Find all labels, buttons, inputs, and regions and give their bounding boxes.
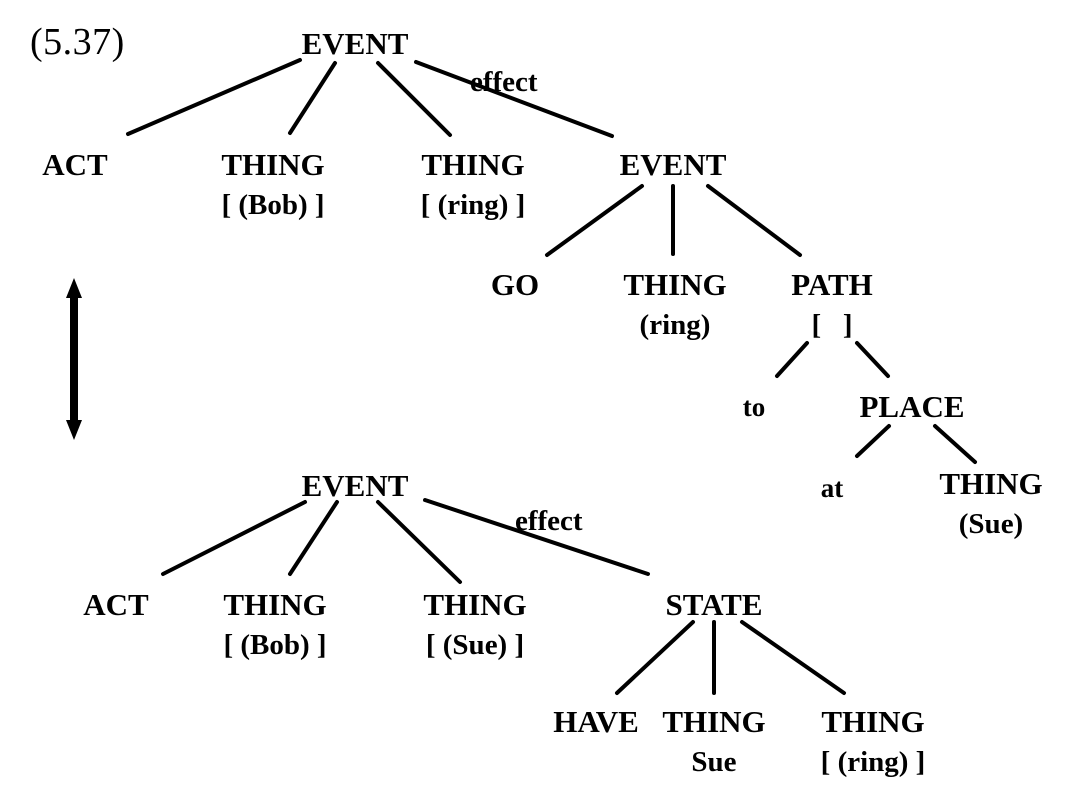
- upper-thing-goal: THING(Sue): [939, 466, 1043, 540]
- edge-effect-event-path: [706, 184, 802, 257]
- upper-tree-edges: [126, 58, 977, 464]
- upper-place: PLACE: [859, 389, 965, 424]
- lower-tree-edges: [161, 498, 846, 695]
- lower-thing-recipient: THING[ (Sue) ]: [423, 587, 527, 661]
- edge-event-thing-bob: [288, 61, 337, 135]
- double-headed-vertical-arrow-icon: [66, 278, 82, 440]
- lower-thing-agent: THING[ (Bob) ]: [223, 587, 327, 661]
- upper-at: at: [820, 473, 844, 503]
- upper-root-event: EVENT: [301, 26, 409, 61]
- upper-thing-go-theme: THING(ring): [623, 267, 727, 341]
- edge-state-thing-ring: [740, 620, 846, 695]
- edge-event-thing-sue-lower: [376, 500, 462, 584]
- upper-to: to: [742, 392, 766, 422]
- lower-thing-possessed: THING[ (ring) ]: [820, 704, 926, 778]
- upper-effect-event: EVENT: [619, 147, 727, 182]
- lower-have: HAVE: [553, 704, 639, 739]
- edge-path-to: [775, 341, 809, 378]
- lower-act: ACT: [83, 587, 149, 622]
- upper-effect-label: effect: [470, 66, 538, 98]
- lower-effect-label: effect: [515, 505, 583, 537]
- upper-act: ACT: [42, 147, 108, 182]
- edge-event-act: [126, 58, 302, 136]
- upper-thing-agent: THING[ (Bob) ]: [221, 147, 325, 221]
- lower-root-event: EVENT: [301, 468, 409, 503]
- edge-event-thing-ring: [376, 61, 452, 137]
- lower-state: STATE: [665, 587, 763, 622]
- edge-state-have: [615, 620, 695, 695]
- upper-go: GO: [490, 267, 540, 302]
- edge-event-state: [423, 498, 650, 576]
- upper-path: PATH[ ]: [791, 267, 873, 341]
- edge-path-place: [855, 341, 890, 378]
- edge-event-act-lower: [161, 500, 307, 576]
- example-number: (5.37): [30, 21, 125, 63]
- edge-event-thing-bob-lower: [288, 500, 339, 576]
- edge-place-thing-sue: [933, 424, 977, 464]
- upper-thing-theme: THING[ (ring) ]: [420, 147, 526, 221]
- edge-event-effect-event: [414, 60, 614, 138]
- edge-effect-event-go: [545, 184, 644, 257]
- edge-place-at: [855, 424, 891, 458]
